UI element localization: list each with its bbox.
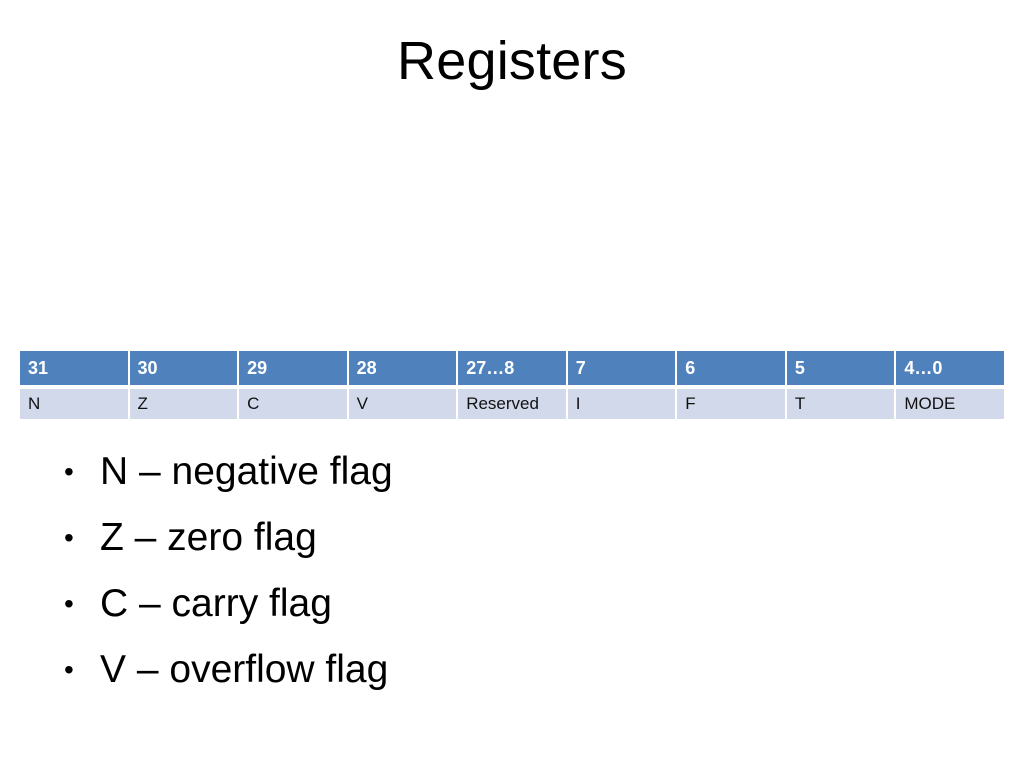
flag-description-list: • N – negative flag • Z – zero flag • C … — [60, 448, 960, 712]
page-title: Registers — [397, 31, 627, 91]
bullet-marker-icon: • — [64, 522, 74, 553]
field-cell: V — [348, 389, 457, 419]
list-item: • Z – zero flag — [60, 514, 960, 562]
list-item-label: C – carry flag — [100, 582, 332, 625]
field-cell: N — [20, 389, 128, 419]
field-cell: Z — [129, 389, 238, 419]
field-cell: MODE — [896, 389, 1004, 419]
list-item-label: V – overflow flag — [100, 648, 389, 691]
bit-header-cell: 6 — [677, 351, 785, 385]
bit-header-cell: 30 — [129, 351, 238, 385]
list-item: • N – negative flag — [60, 448, 960, 496]
field-cell: I — [567, 389, 676, 419]
table-header-row: 31 30 29 28 27…8 7 6 5 4…0 — [20, 351, 1004, 385]
list-item: • C – carry flag — [60, 580, 960, 628]
field-cell: Reserved — [458, 389, 566, 419]
list-item-label: N – negative flag — [100, 450, 393, 493]
list-item: • V – overflow flag — [60, 646, 960, 694]
bullet-marker-icon: • — [64, 456, 74, 487]
field-cell: T — [786, 389, 895, 419]
bit-header-cell: 7 — [567, 351, 676, 385]
cpsr-bitfield-table: 31 30 29 28 27…8 7 6 5 4…0 N Z C V Reser… — [18, 347, 1006, 423]
bit-header-cell: 29 — [239, 351, 347, 385]
bullet-marker-icon: • — [64, 654, 74, 685]
bit-header-cell: 5 — [786, 351, 895, 385]
bullet-marker-icon: • — [64, 588, 74, 619]
bit-header-cell: 4…0 — [896, 351, 1004, 385]
field-cell: F — [677, 389, 785, 419]
bit-header-cell: 31 — [20, 351, 128, 385]
bit-header-cell: 27…8 — [458, 351, 566, 385]
field-cell: C — [239, 389, 347, 419]
table-row: N Z C V Reserved I F T MODE — [20, 389, 1004, 419]
bit-header-cell: 28 — [348, 351, 457, 385]
list-item-label: Z – zero flag — [100, 516, 317, 559]
